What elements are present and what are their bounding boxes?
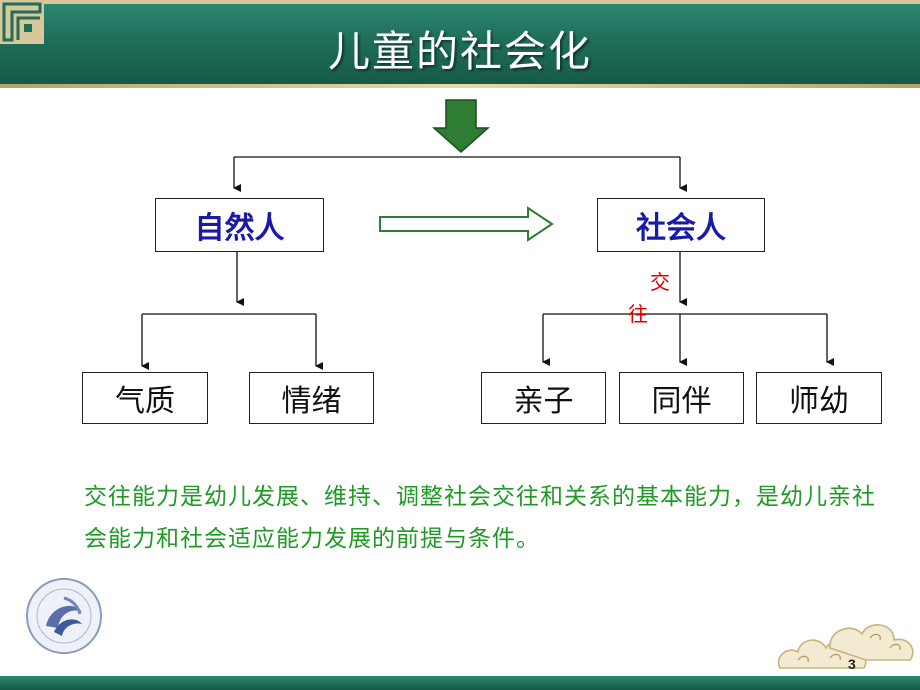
node-temperament: 气质 — [82, 372, 208, 424]
node-emotion: 情绪 — [249, 372, 374, 424]
header-top-stripe — [0, 0, 920, 4]
description-text: 交往能力是幼儿发展、维持、调整社会交往和关系的基本能力，是幼儿亲社会能力和社会适… — [84, 484, 876, 552]
transform-arrow-icon — [379, 206, 554, 242]
interaction-label: 交 — [650, 268, 670, 296]
interaction-label-char-2: 往 — [628, 302, 648, 326]
footer-band — [0, 676, 920, 690]
node-natural-person: 自然人 — [155, 198, 324, 252]
node-parent-child: 亲子 — [481, 372, 606, 424]
header-bottom-stripe — [0, 84, 920, 88]
school-logo-icon — [26, 578, 102, 654]
page-title: 儿童的社会化 — [327, 27, 592, 76]
interaction-label-char-1: 交 — [650, 270, 670, 294]
header-band: 儿童的社会化 — [0, 0, 920, 88]
interaction-label-second: 往 — [628, 300, 648, 328]
corner-ornament-icon — [0, 0, 44, 44]
node-social-person: 社会人 — [597, 198, 765, 252]
node-teacher-child: 师幼 — [756, 372, 882, 424]
node-peer: 同伴 — [619, 372, 744, 424]
cloud-ornament-icon — [777, 624, 914, 669]
down-arrow-icon — [432, 99, 490, 154]
page-number: 3 — [848, 656, 856, 672]
